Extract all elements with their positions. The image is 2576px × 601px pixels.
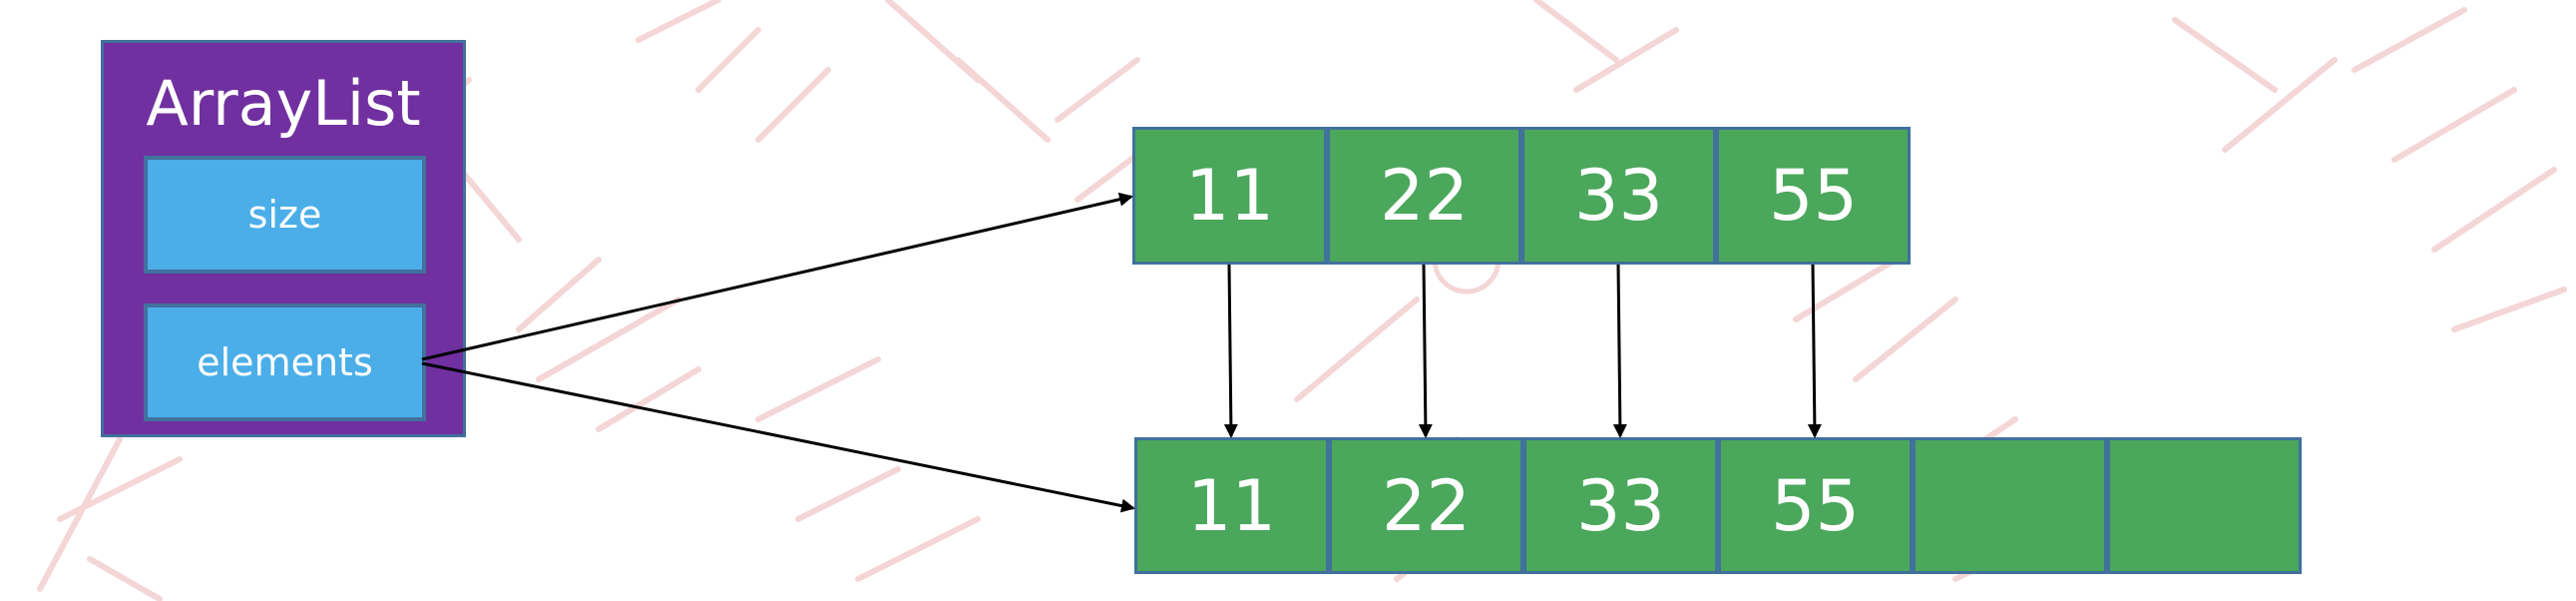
arraylist-box: ArrayList size elements <box>101 40 466 437</box>
old-array-cell: 11 <box>1132 127 1327 265</box>
size-field: size <box>144 156 426 274</box>
new-array-cell: 22 <box>1329 437 1523 574</box>
new-array-cell <box>2107 437 2302 574</box>
copy-arrow-1 <box>1223 264 1238 438</box>
pointer-arrow-new <box>421 361 1135 513</box>
copy-arrow-2 <box>1418 264 1433 438</box>
elements-field: elements <box>144 303 426 421</box>
old-array: 11 22 33 55 <box>1132 127 1911 265</box>
old-array-cell: 33 <box>1521 127 1716 265</box>
new-array-cell: 33 <box>1523 437 1718 574</box>
new-array-cell <box>1913 437 2107 574</box>
pointer-arrow-old <box>421 192 1133 361</box>
new-array: 11 22 33 55 <box>1134 437 2302 574</box>
old-array-cell: 22 <box>1327 127 1521 265</box>
new-array-cell: 11 <box>1134 437 1329 574</box>
copy-arrow-4 <box>1807 264 1822 438</box>
new-array-cell: 55 <box>1718 437 1913 574</box>
copy-arrow-3 <box>1612 264 1627 438</box>
old-array-cell: 55 <box>1716 127 1911 265</box>
arraylist-title: ArrayList <box>146 67 421 140</box>
